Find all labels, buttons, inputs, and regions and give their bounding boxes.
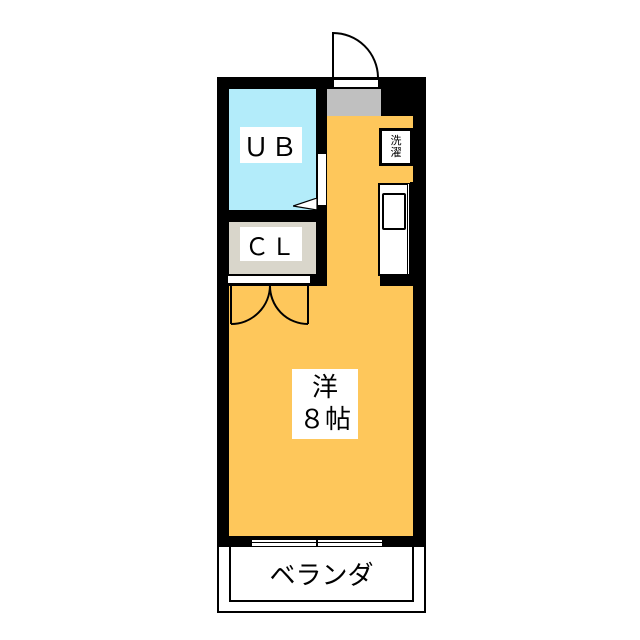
washer-label: 洗 濯 xyxy=(382,131,410,163)
western-room-type: 洋 xyxy=(311,373,338,403)
kitchen-base xyxy=(380,274,426,286)
entrance-floor xyxy=(327,89,381,116)
western-room-size: ８帖 xyxy=(298,405,351,435)
entrance-door-swing-icon xyxy=(330,30,382,78)
closet-shelf xyxy=(227,275,311,284)
washer-label-line1: 洗 xyxy=(390,134,402,147)
bath-door xyxy=(317,153,327,206)
closet-doors-icon xyxy=(228,284,314,327)
entrance-door-threshold xyxy=(333,79,379,88)
veranda-inner xyxy=(229,547,414,602)
balcony-window xyxy=(252,537,382,549)
bath-door-swing-icon xyxy=(292,195,318,211)
kitchen-right-wall xyxy=(410,182,426,286)
kitchen-sink xyxy=(382,193,406,230)
washer-label-line2: 濯 xyxy=(390,146,402,159)
unit-bath-label: ＵＢ xyxy=(240,127,302,163)
western-room-label: 洋 ８帖 xyxy=(292,369,358,439)
western-room-hall xyxy=(327,116,381,286)
closet-label: ＣＬ xyxy=(240,227,302,261)
veranda-label: ベランダ xyxy=(269,560,374,591)
